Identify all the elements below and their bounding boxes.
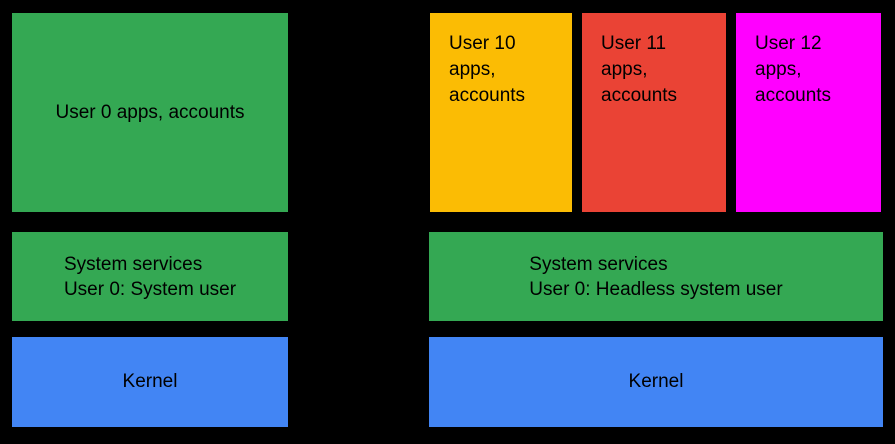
kernel-box-right: Kernel — [429, 337, 883, 427]
user10-apps-label-line2: apps, — [449, 59, 496, 80]
user0-apps-box: User 0 apps, accounts — [12, 13, 288, 212]
kernel-label-right: Kernel — [628, 371, 684, 392]
user11-apps-box: User 11 apps, accounts — [582, 13, 726, 212]
user0-apps-label: User 0 apps, accounts — [55, 101, 245, 123]
system-services-text-right: System services User 0: Headless system … — [529, 252, 782, 302]
headless-system-user-label: User 0: Headless system user — [529, 278, 783, 300]
user12-apps-label-line1: User 12 — [755, 33, 822, 54]
system-services-box-right: System services User 0: Headless system … — [429, 232, 883, 321]
user12-apps-box: User 12 apps, accounts — [736, 13, 881, 212]
system-services-label-left: System services — [63, 253, 203, 275]
user12-apps-label-line3: accounts — [755, 85, 832, 106]
user10-apps-label-line1: User 10 — [449, 33, 516, 54]
user12-apps-label-line2: apps, — [755, 59, 802, 80]
system-services-label-right: System services — [529, 253, 668, 275]
user10-apps-box: User 10 apps, accounts — [430, 13, 572, 212]
kernel-label-left: Kernel — [122, 371, 178, 392]
system-services-box-left: System services User 0: System user — [12, 232, 288, 321]
user11-apps-label-line1: User 11 — [601, 33, 667, 54]
user11-apps-label-line3: accounts — [601, 85, 678, 106]
user10-apps-label-line3: accounts — [449, 85, 526, 106]
user11-apps-label-line2: apps, — [601, 59, 648, 80]
system-user-label-left: User 0: System user — [63, 278, 237, 300]
kernel-box-left: Kernel — [12, 337, 288, 427]
system-services-text-left: System services User 0: System user — [64, 252, 236, 302]
